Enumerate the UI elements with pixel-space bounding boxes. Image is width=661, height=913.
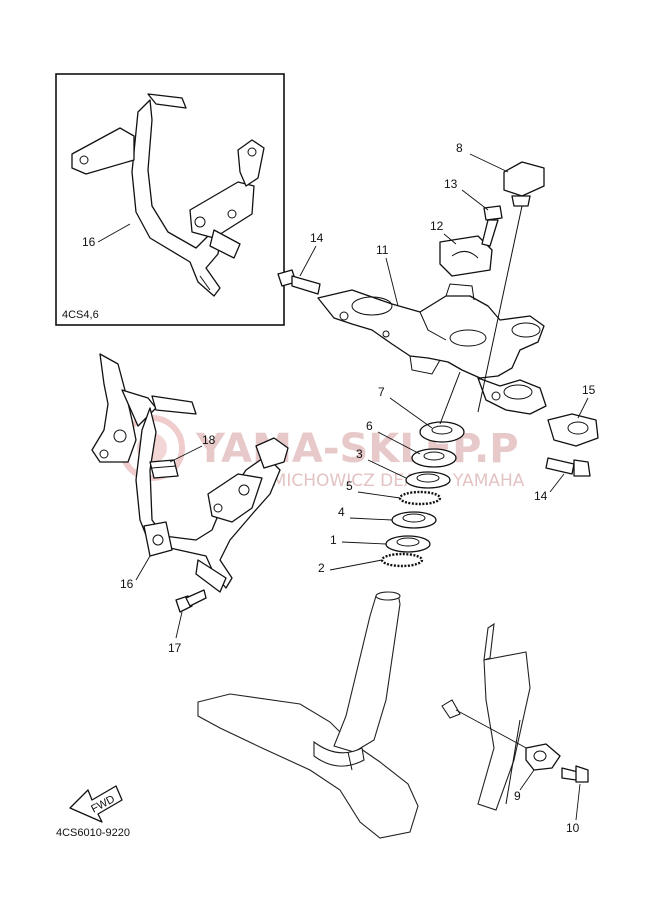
callout-5: 5 <box>346 479 353 493</box>
callout-7: 7 <box>378 385 385 399</box>
bolt-10 <box>561 765 589 783</box>
inset-label: 4CS4,6 <box>62 309 99 321</box>
watermark-subtitle: W. MICHOWICZ DEALER YAMAHA <box>246 471 525 491</box>
callout-4: 4 <box>338 505 345 519</box>
under-bracket-stem <box>197 591 419 839</box>
callout-16-inset: 16 <box>82 235 96 249</box>
callout-15: 15 <box>582 383 596 397</box>
part-18-rubber <box>149 459 179 479</box>
callout-17: 17 <box>168 641 182 655</box>
callout-18: 18 <box>202 433 216 447</box>
race-4 <box>391 511 437 529</box>
front-fork <box>441 622 531 811</box>
callout-8: 8 <box>456 141 463 155</box>
race-3 <box>405 471 451 489</box>
callout-2: 2 <box>318 561 325 575</box>
bolt-13 <box>481 205 503 247</box>
bolt-8 <box>503 161 545 207</box>
ball-race-2 <box>380 552 424 568</box>
callout-9: 9 <box>514 789 521 803</box>
fwd-label: FWD <box>89 793 117 815</box>
washer-6 <box>411 448 457 468</box>
main-bracket-16 <box>91 353 289 593</box>
bolt-17 <box>175 589 207 613</box>
callout-12: 12 <box>430 219 444 233</box>
clamp-9 <box>525 743 561 771</box>
watermark: YAMA-SKLEP.P W. MICHOWICZ DEALER YAMAHA <box>119 415 525 491</box>
callout-10: 10 <box>566 821 580 835</box>
part-15 <box>547 413 599 447</box>
bolt-14-right <box>545 457 591 477</box>
inset-box: 16 4CS4,6 <box>55 73 285 326</box>
callout-3: 3 <box>356 447 363 461</box>
callout-11: 11 <box>376 243 389 257</box>
upper-bracket-11 <box>317 283 547 415</box>
fwd-arrow-icon: FWD <box>69 785 123 823</box>
bolt-14-top <box>277 269 321 295</box>
inset-bracket-16 <box>71 93 265 297</box>
watermark-title: YAMA-SKLEP.P <box>195 426 519 472</box>
callout-1: 1 <box>330 533 337 547</box>
callout-16-main: 16 <box>120 577 134 591</box>
callout-6: 6 <box>366 419 373 433</box>
diagram-code: 4CS6010-9220 <box>56 827 130 839</box>
clamp-12 <box>439 235 493 277</box>
ball-race-5 <box>398 490 442 506</box>
callout-14-top: 14 <box>310 231 324 245</box>
nut-7 <box>419 421 465 443</box>
callout-13: 13 <box>444 177 458 191</box>
race-1 <box>385 535 431 553</box>
callout-14-right: 14 <box>534 489 548 503</box>
